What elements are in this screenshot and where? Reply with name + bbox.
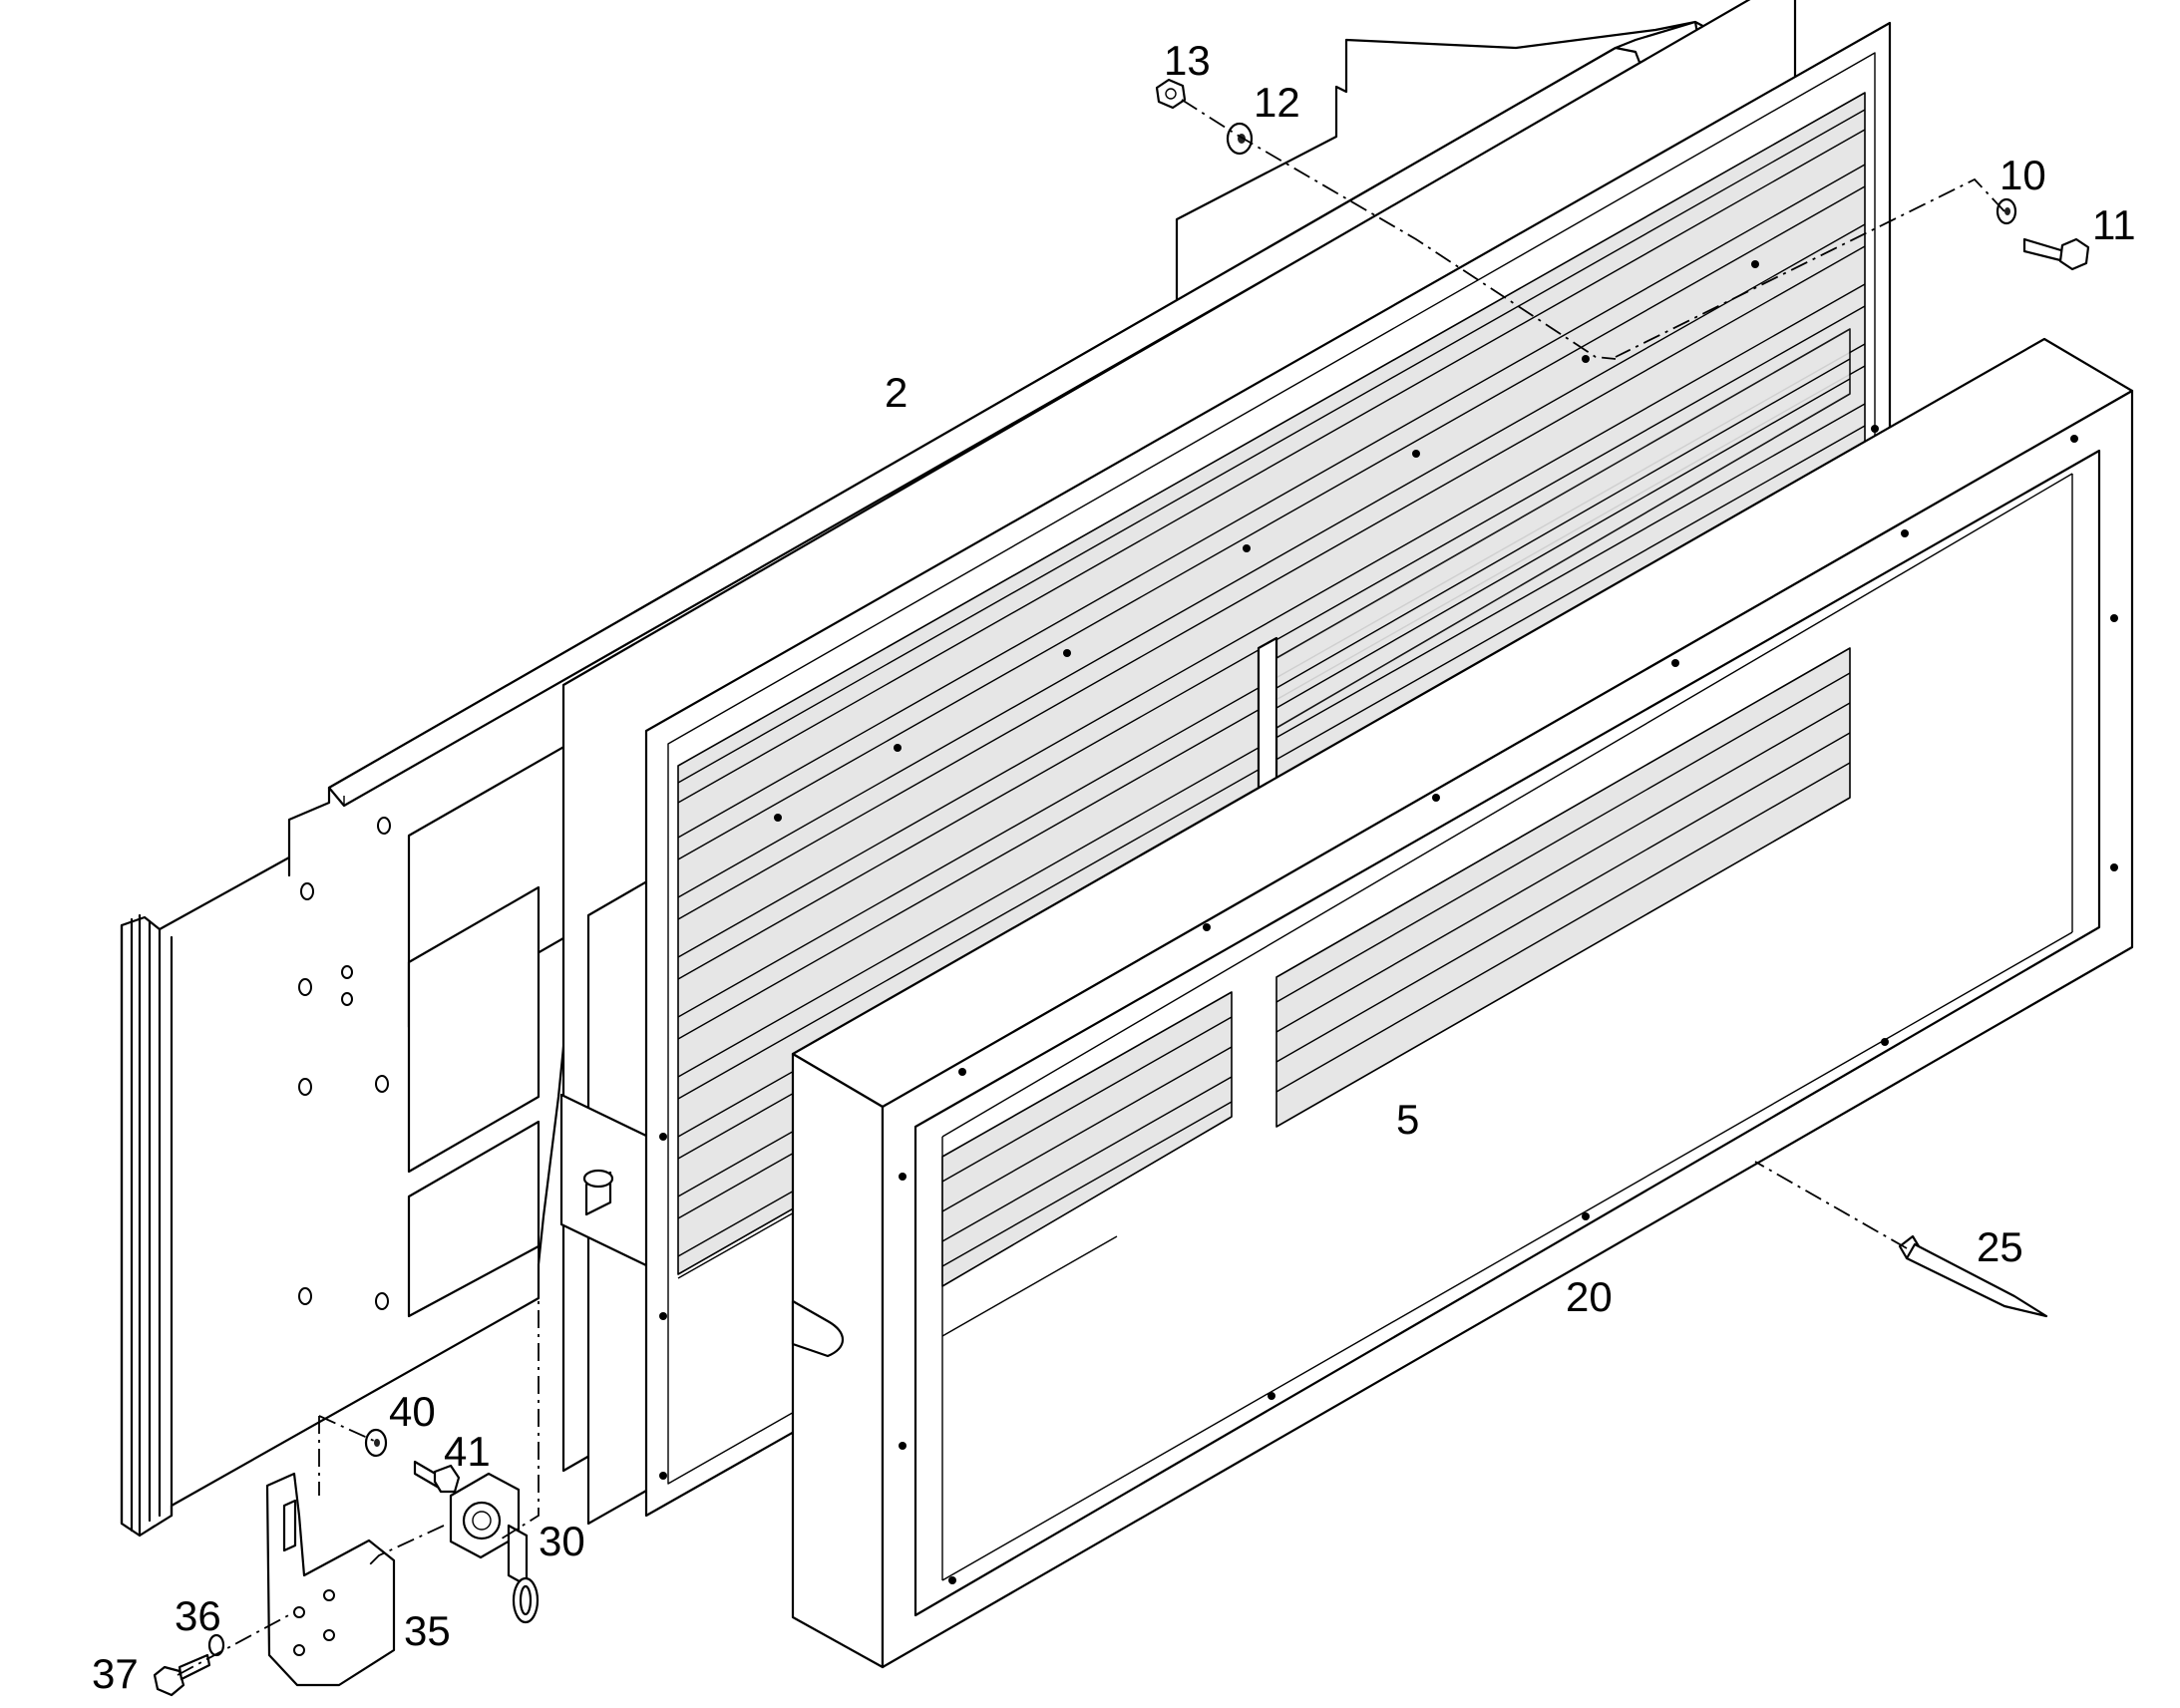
callout-40: 40	[389, 1388, 436, 1435]
screw-41	[413, 1460, 461, 1494]
callout-20: 20	[1566, 1273, 1613, 1320]
washer-10	[1996, 197, 2017, 225]
callout-13: 13	[1164, 37, 1211, 84]
outer-frame	[791, 328, 2134, 1669]
washer-40	[364, 1428, 388, 1458]
hex-nut-13	[1155, 78, 1187, 110]
bolt-11	[2022, 237, 2090, 271]
actuator-30	[449, 1472, 540, 1624]
callout-11: 11	[2092, 201, 2136, 248]
pin-25	[1898, 1234, 2048, 1318]
callout-30: 30	[539, 1518, 585, 1564]
callout-10: 10	[1999, 152, 2046, 198]
bracket-35	[265, 1472, 396, 1687]
callout-2: 2	[885, 369, 908, 416]
damper-shaft	[582, 1169, 614, 1216]
washer-12	[1226, 122, 1254, 156]
callout-12: 12	[1254, 79, 1300, 126]
callout-37: 37	[92, 1650, 139, 1697]
callout-25: 25	[1977, 1223, 2023, 1270]
callout-labels: 2 5 10 11 12 13 20 25 30 35 36 37 40 41	[92, 37, 2136, 1697]
callout-36: 36	[175, 1592, 221, 1639]
callout-41: 41	[444, 1428, 491, 1475]
screw-37	[153, 1653, 211, 1697]
leader-lines	[177, 99, 2005, 1676]
callout-35: 35	[404, 1607, 451, 1654]
callout-5: 5	[1396, 1096, 1419, 1143]
